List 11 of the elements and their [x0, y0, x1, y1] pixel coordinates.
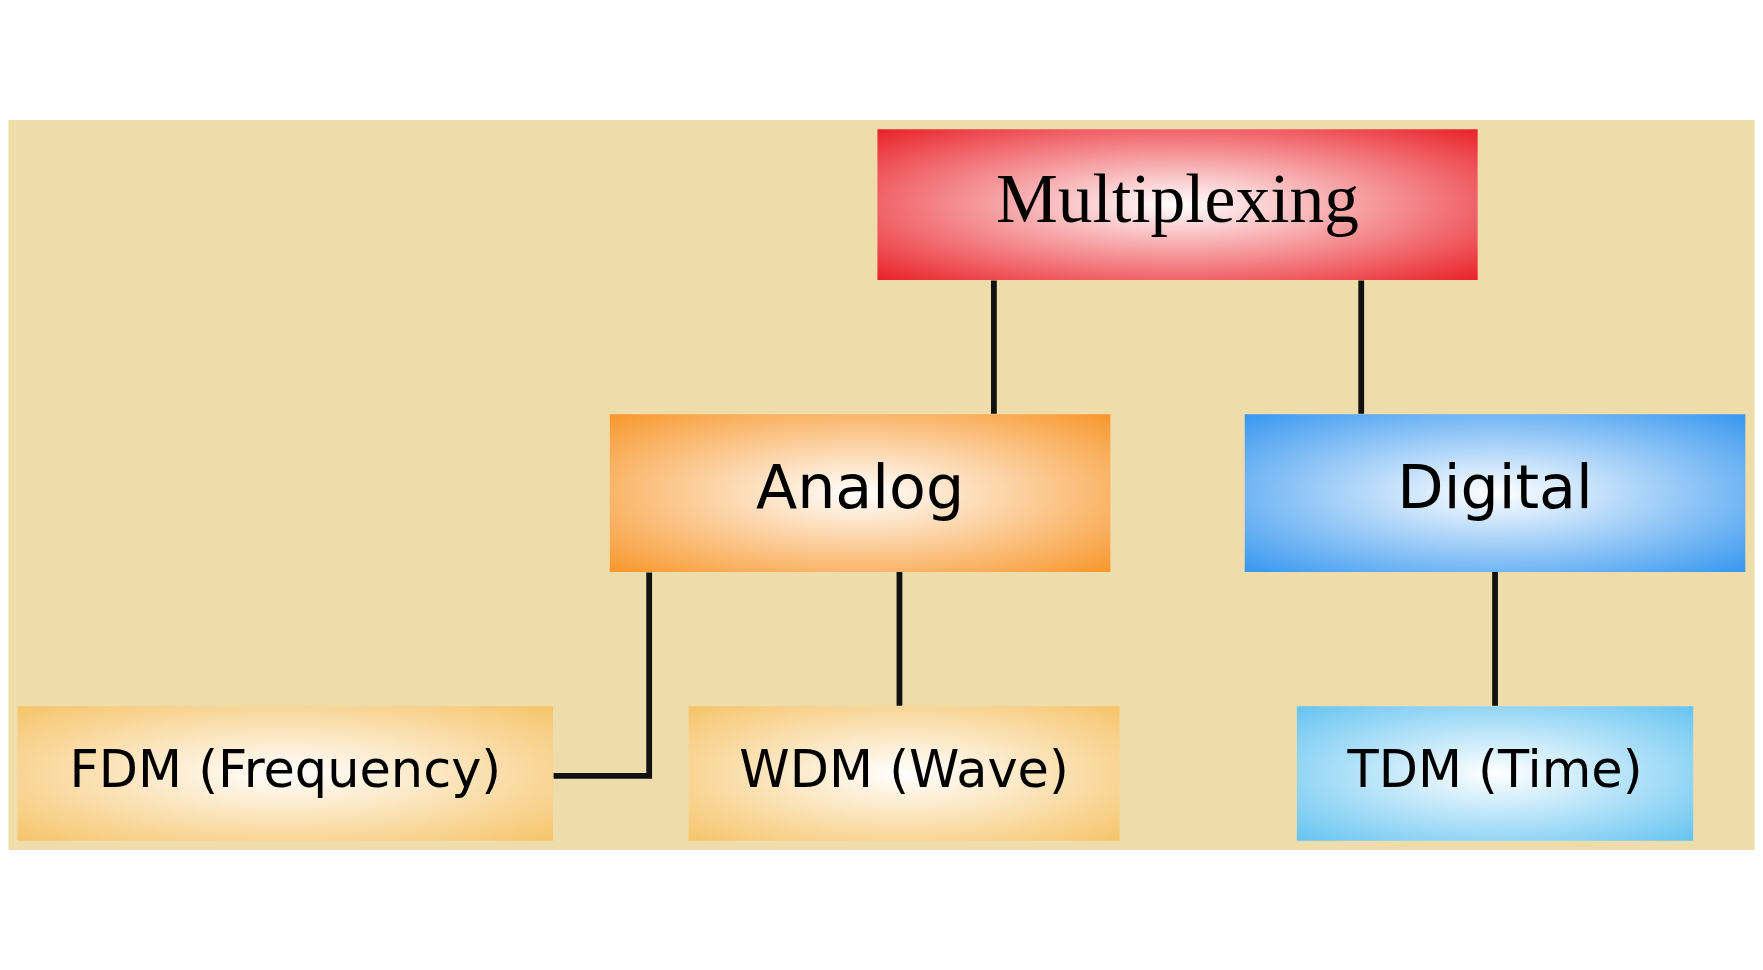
node-box: TDM (Time) [1296, 706, 1694, 841]
connector [896, 571, 903, 706]
node-box: Digital [1244, 414, 1746, 572]
connector [1358, 280, 1365, 414]
node-box: Analog [609, 414, 1111, 572]
connector [553, 572, 653, 779]
connector [991, 280, 997, 414]
node-box: Multiplexing [877, 129, 1478, 280]
connector [1492, 571, 1498, 706]
node-box: FDM (Frequency) [17, 706, 553, 841]
node-box: WDM (Wave) [688, 706, 1120, 841]
